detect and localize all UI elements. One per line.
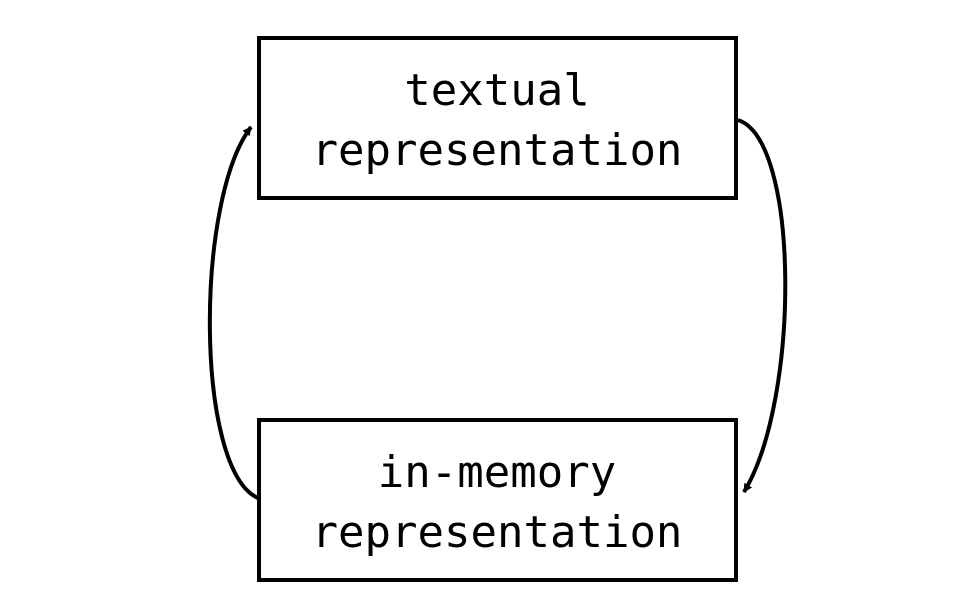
node-textual-label-line-1: textual	[404, 65, 589, 116]
node-in-memory-label-line-2: representation	[312, 507, 683, 558]
node-in-memory-label-line-1: in-memory	[378, 447, 616, 498]
node-textual-box	[257, 36, 738, 200]
node-in-memory-box	[257, 418, 738, 582]
node-textual: textual representation	[257, 36, 738, 200]
node-textual-label-line-2: representation	[312, 125, 683, 176]
edge-textual-to-in-memory	[737, 118, 788, 494]
node-in-memory: in-memory representation	[257, 418, 738, 582]
edge-in-memory-to-textual	[207, 125, 259, 500]
